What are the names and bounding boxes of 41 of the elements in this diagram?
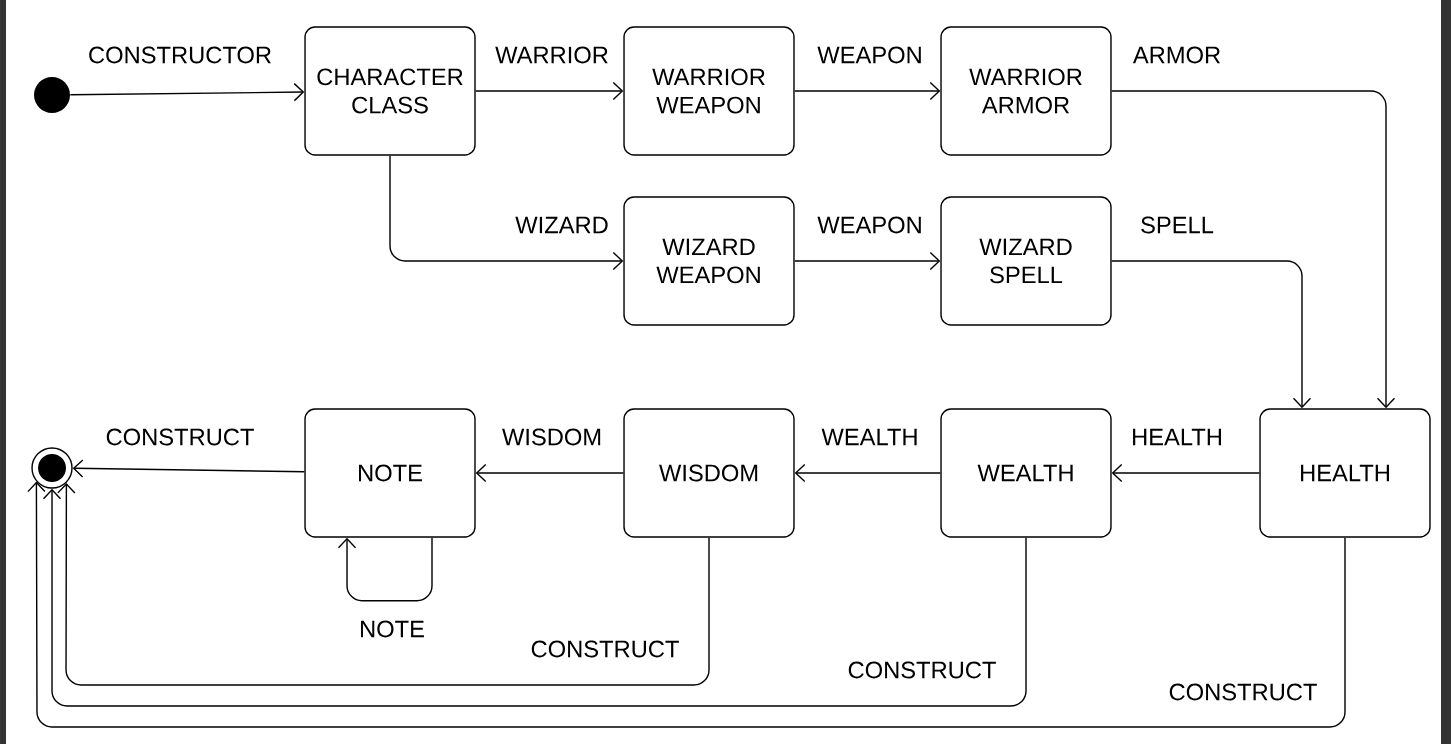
arrow <box>42 488 1027 707</box>
edge-label: WIZARD <box>513 215 611 235</box>
arrow <box>1111 90 1396 409</box>
state-box: WEALTH <box>940 408 1112 538</box>
arrow <box>794 463 942 483</box>
edge-label: WEALTH <box>819 427 921 447</box>
arrow <box>475 463 625 483</box>
edge-label: WARRIOR <box>493 44 611 66</box>
state-box: HEALTH <box>1259 408 1431 538</box>
arrow <box>69 82 305 102</box>
arrow <box>794 251 941 271</box>
state-box: NOTE <box>304 408 476 538</box>
state-box: WARRIOR ARMOR <box>940 26 1112 156</box>
arrow <box>794 81 941 101</box>
state-box: WISDOM <box>623 408 795 538</box>
edge-label: CONSTRUCT <box>528 638 682 660</box>
edge-label: HEALTH <box>1129 427 1225 447</box>
state-box: WIZARD SPELL <box>940 196 1112 326</box>
edge-label: WEAPON <box>815 44 925 66</box>
state-box: WIZARD WEAPON <box>623 196 795 326</box>
arrow <box>389 155 624 271</box>
arrow <box>1111 463 1261 483</box>
state-box: WARRIOR WEAPON <box>623 26 795 156</box>
edge-label: WISDOM <box>500 426 604 448</box>
edge-label: ARMOR <box>1131 44 1223 66</box>
edge-label: CONSTRUCTOR <box>86 44 274 66</box>
arrow <box>57 482 710 686</box>
edge-label: WEAPON <box>815 214 925 236</box>
edge-label: CONSTRUCT <box>103 426 257 448</box>
arrow <box>337 537 433 602</box>
initial-state <box>34 77 70 113</box>
arrow <box>1111 260 1312 409</box>
arrow <box>72 459 306 478</box>
edge-label: CONSTRUCT <box>1166 681 1320 703</box>
arrow <box>27 481 1346 728</box>
arrow <box>475 81 624 101</box>
edge-label: SPELL <box>1138 214 1216 236</box>
edge-label: NOTE <box>357 618 427 640</box>
state-box: CHARACTER CLASS <box>304 26 476 156</box>
edge-label: CONSTRUCT <box>845 659 999 681</box>
final-state <box>31 447 73 489</box>
